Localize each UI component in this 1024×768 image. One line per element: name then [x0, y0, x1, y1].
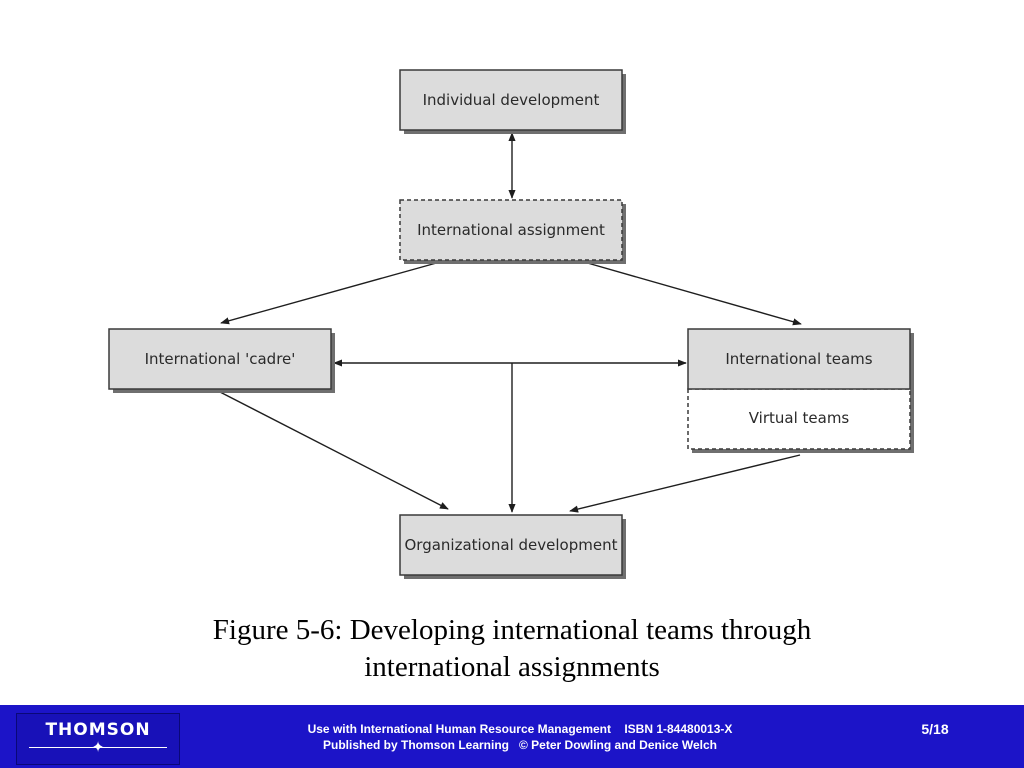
figure-caption-line-1: Figure 5-6: Developing international tea… — [212, 614, 812, 646]
flow-diagram: Individual development International ass… — [108, 69, 914, 579]
node-individual-development-label: Individual development — [423, 91, 600, 109]
node-international-teams-group: International teams Virtual teams — [687, 328, 914, 453]
footer-bar: THOMSON ✦ Use with International Human R… — [0, 705, 1024, 768]
node-international-teams-label: International teams — [725, 350, 872, 368]
edge-assignment-cadre — [220, 261, 441, 325]
node-individual-development: Individual development — [399, 69, 626, 134]
footer-credit-line-2: Published by Thomson Learning © Peter Do… — [322, 738, 717, 752]
node-international-assignment: International assignment — [399, 199, 626, 264]
node-international-cadre: International 'cadre' — [108, 328, 335, 393]
node-virtual-teams — [687, 388, 911, 450]
edge-cadre-organizational — [219, 391, 449, 510]
footer-credits: Use with International Human Resource Ma… — [200, 721, 840, 753]
figure-caption-line-2: international assignments — [364, 651, 660, 683]
edge-virtual-organizational — [569, 454, 801, 513]
node-organizational-development-label: Organizational development — [405, 536, 618, 554]
node-international-teams — [687, 328, 911, 390]
figure-caption: Figure 5-6: Developing international tea… — [0, 612, 1024, 686]
star-icon: ✦ — [91, 738, 105, 756]
node-international-cadre-label: International 'cadre' — [145, 350, 296, 368]
footer-credit-line-1: Use with International Human Resource Ma… — [307, 722, 733, 736]
edge-assignment-teams — [583, 261, 802, 326]
logo-line — [29, 747, 167, 748]
page-number: 5/18 — [921, 721, 949, 737]
thomson-logo: THOMSON ✦ — [16, 713, 180, 765]
node-virtual-teams-label: Virtual teams — [749, 409, 850, 427]
node-international-assignment-label: International assignment — [417, 221, 605, 239]
logo-wordmark: THOMSON — [45, 720, 151, 740]
node-organizational-development: Organizational development — [399, 514, 626, 579]
